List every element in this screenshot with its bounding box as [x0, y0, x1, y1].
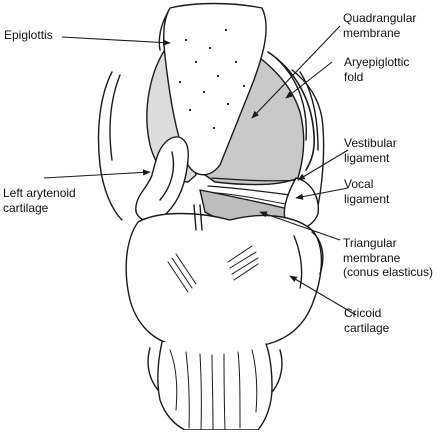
arrow-triangular — [259, 211, 341, 241]
arrow-left-arytenoid — [43, 169, 151, 179]
aryepiglottic-fold — [267, 51, 315, 171]
cricoid-ridges — [167, 245, 259, 293]
left-arytenoid — [135, 136, 189, 222]
cricoid-body — [125, 212, 323, 350]
arrow-quadrangular — [251, 25, 341, 119]
label-epiglottis: Epiglottis — [4, 28, 53, 42]
label-triangular-membrane: Triangular membrane (conus elasticus) — [343, 236, 434, 279]
label-vocal-ligament: Vocal ligament — [344, 177, 390, 206]
label-aryepiglottic-fold: Aryepiglottic fold — [344, 55, 410, 84]
epiglottis-glands — [178, 28, 246, 130]
arrow-vestibular — [297, 149, 349, 181]
label-cricoid-cartilage: Cricoid cartilage — [344, 306, 390, 335]
right-outer-wing-2 — [299, 71, 319, 151]
arrow-cricoid — [289, 275, 357, 316]
left-outer-wing-inner — [109, 74, 121, 161]
label-left-arytenoid: Left arytenoid cartilage — [3, 186, 76, 215]
label-quadrangular-membrane: Quadrangular membrane — [343, 11, 417, 40]
trachea — [157, 341, 273, 431]
right-outer-wing — [291, 69, 325, 216]
arrow-aryepiglottic — [285, 61, 333, 99]
label-vestibular-ligament: Vestibular ligament — [344, 136, 397, 165]
arrow-vocal — [295, 187, 349, 200]
vestibular-ligament — [211, 177, 301, 182]
epiglottis-shape — [163, 2, 267, 176]
arrow-epiglottis — [61, 36, 171, 46]
